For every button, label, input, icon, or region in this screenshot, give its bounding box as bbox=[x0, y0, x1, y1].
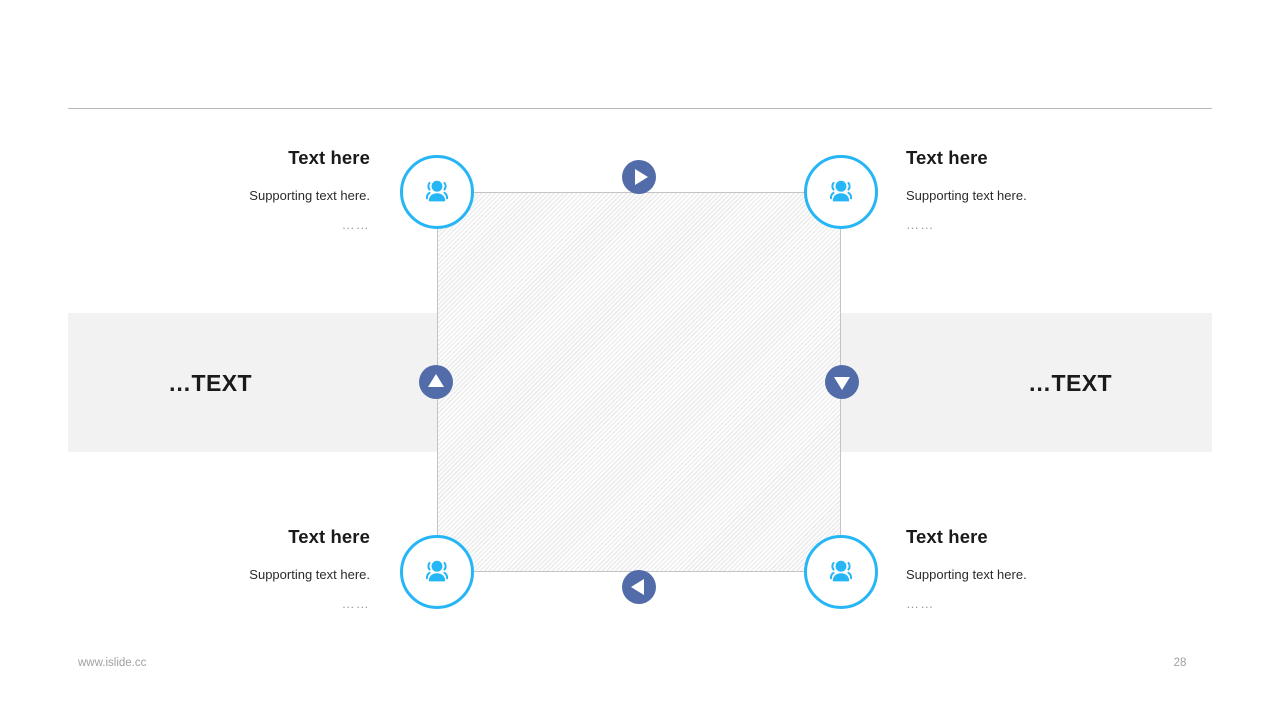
text-block-dots: …… bbox=[906, 595, 935, 611]
arrow-down-triangle-icon bbox=[834, 377, 850, 390]
header-divider-rule bbox=[68, 108, 1212, 109]
text-block-support: Supporting text here. bbox=[906, 188, 1027, 204]
text-block-dots: …… bbox=[341, 216, 370, 232]
text-block-support: Supporting text here. bbox=[906, 567, 1027, 583]
text-block-top-left: Text here Supporting text here. …… bbox=[70, 147, 370, 233]
band-label-left: …TEXT bbox=[168, 370, 252, 396]
text-block-dots: …… bbox=[341, 595, 370, 611]
arrow-marker-left[interactable] bbox=[419, 365, 453, 399]
footer-page-number: 28 bbox=[1173, 657, 1187, 669]
center-hatched-square bbox=[437, 192, 841, 572]
text-block-heading: Text here bbox=[906, 526, 988, 547]
text-block-support: Supporting text here. bbox=[249, 567, 370, 583]
node-circle-top-left[interactable] bbox=[400, 155, 474, 229]
arrow-left-triangle-icon bbox=[630, 579, 644, 595]
text-block-bottom-right: Text here Supporting text here. …… bbox=[906, 526, 1206, 612]
people-group-icon bbox=[824, 175, 858, 209]
arrow-marker-bottom[interactable] bbox=[622, 570, 656, 604]
people-group-icon bbox=[420, 175, 454, 209]
node-circle-bottom-right[interactable] bbox=[804, 535, 878, 609]
arrow-up-triangle-icon bbox=[428, 374, 444, 387]
arrow-marker-right[interactable] bbox=[825, 365, 859, 399]
text-block-heading: Text here bbox=[288, 526, 370, 547]
text-block-heading: Text here bbox=[288, 147, 370, 168]
band-label-right: …TEXT bbox=[1028, 370, 1112, 396]
text-block-bottom-left: Text here Supporting text here. …… bbox=[70, 526, 370, 612]
node-circle-bottom-left[interactable] bbox=[400, 535, 474, 609]
text-block-heading: Text here bbox=[906, 147, 988, 168]
people-group-icon bbox=[824, 555, 858, 589]
arrow-marker-top[interactable] bbox=[622, 160, 656, 194]
footer-url[interactable]: www.islide.cc bbox=[78, 657, 147, 669]
text-block-top-right: Text here Supporting text here. …… bbox=[906, 147, 1206, 233]
text-block-dots: …… bbox=[906, 216, 935, 232]
arrow-right-triangle-icon bbox=[634, 169, 648, 185]
text-block-support: Supporting text here. bbox=[249, 188, 370, 204]
node-circle-top-right[interactable] bbox=[804, 155, 878, 229]
people-group-icon bbox=[420, 555, 454, 589]
